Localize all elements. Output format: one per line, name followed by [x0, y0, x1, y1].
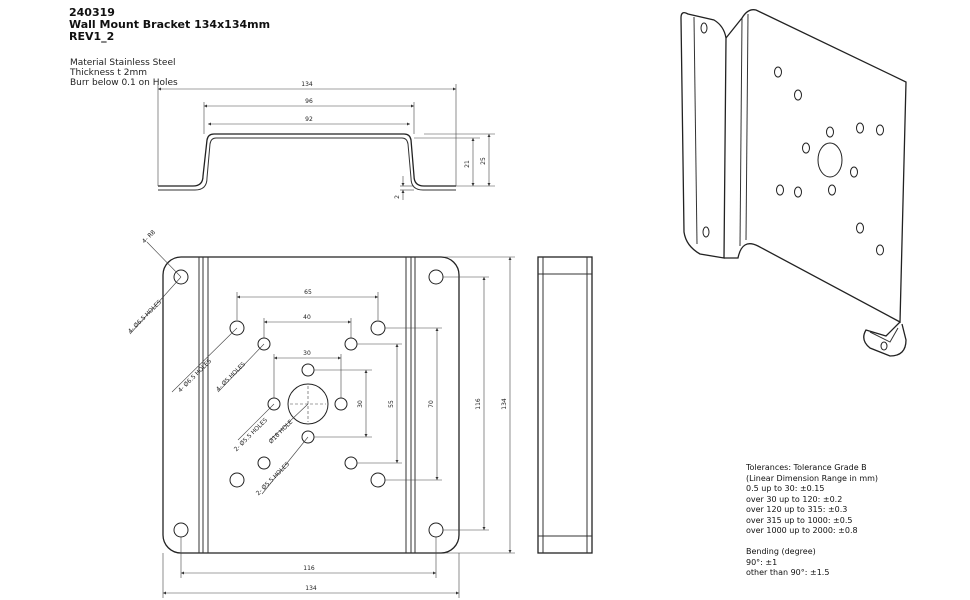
tol-line: over 120 up to 315: ±0.3: [746, 505, 848, 514]
dim-v116: 116: [475, 398, 482, 410]
tolerance-notes: Tolerances: Tolerance Grade B (Linear Di…: [746, 463, 878, 579]
profile-inner-outline: [158, 137, 456, 191]
iso-left-flange: [680, 12, 727, 259]
dim-side-96: 96: [305, 98, 313, 105]
material-notes: Material Stainless Steel Thickness t 2mm…: [70, 58, 178, 88]
dim-side-21: 21: [464, 160, 471, 168]
plate-outline: [162, 256, 460, 554]
tol-line: 90°: ±1: [746, 557, 778, 567]
side-profile-view: 134 96 92 21 25 2: [157, 81, 495, 200]
corner-hole: [428, 269, 444, 285]
hole-65-pattern: [229, 472, 245, 488]
tol-line: Tolerances: Tolerance Grade B: [746, 463, 867, 472]
dim-65: 65: [304, 289, 312, 296]
label-holes-40: 4- Ø5 HOLES: [215, 361, 247, 393]
tol-line: other than 90°: ±1.5: [746, 568, 830, 577]
tol-spacer: [746, 537, 878, 548]
isometric-view: [680, 9, 907, 357]
dim-h134: 134: [305, 585, 317, 592]
hole-40-pattern: [257, 456, 271, 470]
tol-line: over 315 up to 1000: ±0.5: [746, 515, 853, 525]
hole-30-pattern: [334, 397, 348, 411]
label-holes-30a: 2- Ø5.5 HOLES: [233, 417, 269, 453]
dim-v70: 70: [428, 400, 435, 408]
dim-v55: 55: [388, 400, 395, 408]
hole-40-pattern: [344, 337, 358, 351]
hole-40-pattern: [344, 456, 358, 470]
drawing-number: 240319: [69, 6, 115, 19]
dim-h116: 116: [303, 565, 315, 572]
note-burr: Burr below 0.1 on Holes: [70, 78, 178, 88]
edge-outline: [537, 256, 593, 554]
drawing-revision: REV1_2: [69, 30, 115, 43]
front-plate-view: 65 40 30 30 55 70 116 134: [127, 229, 515, 598]
corner-hole: [428, 522, 444, 538]
dim-side-134: 134: [301, 81, 313, 88]
dim-side-2: 2: [394, 195, 401, 199]
note-thickness: Thickness t 2mm: [70, 68, 147, 78]
hole-65-pattern: [370, 472, 386, 488]
iso-main-plate: [724, 9, 907, 324]
tol-line: Bending (degree): [746, 547, 816, 556]
tol-line: over 30 up to 120: ±0.2: [746, 494, 843, 504]
label-corner-holes: 4- Ø6.5 HOLES: [127, 299, 163, 335]
label-r8: 4- R8: [141, 229, 157, 245]
label-center-hole: Ø18 HOLE: [268, 418, 295, 445]
dim-side-92: 92: [305, 116, 313, 123]
dim-30: 30: [303, 350, 311, 357]
edge-view: [537, 256, 593, 554]
iso-center-hole: [817, 142, 843, 178]
corner-hole: [173, 522, 189, 538]
tol-line: 0.5 up to 30: ±0.15: [746, 484, 825, 493]
note-material: Material Stainless Steel: [70, 58, 176, 68]
hole-30-pattern: [301, 363, 315, 377]
dim-40: 40: [303, 314, 311, 321]
tol-line: over 1000 up to 2000: ±0.8: [746, 526, 858, 535]
hole-65-pattern: [370, 320, 386, 336]
drawing-title: Wall Mount Bracket 134x134mm: [69, 18, 271, 31]
dim-v30: 30: [357, 400, 364, 408]
profile-outline: [158, 133, 456, 187]
tol-line: (Linear Dimension Range in mm): [746, 473, 879, 483]
dim-v134: 134: [501, 398, 508, 410]
iso-bottom-flange: [863, 321, 907, 357]
title-block: 240319 Wall Mount Bracket 134x134mm REV1…: [69, 7, 270, 43]
dim-side-25: 25: [480, 157, 487, 165]
